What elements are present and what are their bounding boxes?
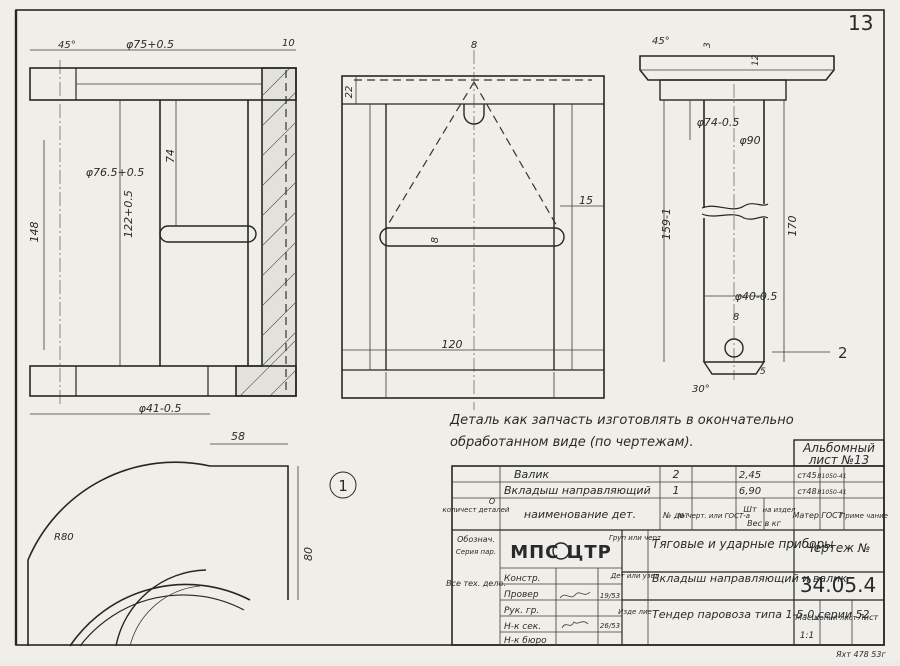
unit-label: Дет или узел bbox=[610, 572, 660, 580]
role-designer: Констр. bbox=[504, 574, 541, 584]
group-label: Груп или черт bbox=[609, 534, 662, 542]
scale-label: Масш bbox=[795, 613, 819, 622]
dim-h80: 80 bbox=[302, 547, 315, 561]
sleeve-top-view: 58 80 R80 bbox=[27, 430, 315, 647]
col-weight-header: Вес в кг bbox=[747, 519, 781, 528]
dim-w8c: 8 bbox=[733, 312, 739, 323]
dim-h12: 12 bbox=[751, 54, 761, 66]
side-label-top: О bbox=[489, 497, 495, 506]
view-label-1: 1 bbox=[329, 471, 357, 499]
part-2-gost: В1050-41 bbox=[817, 489, 846, 496]
sleeve-front-view: 120 15 22 8 8 bbox=[341, 40, 605, 410]
dim-h170: 170 bbox=[786, 216, 799, 237]
dim-a45a: 45° bbox=[58, 40, 76, 51]
list-label: Лист bbox=[857, 613, 879, 622]
dim-h148: 148 bbox=[28, 222, 41, 243]
mps-ctr-logo: МПС ЦТР bbox=[510, 542, 612, 563]
part-1-material: ст45 bbox=[797, 471, 816, 480]
signature-1 bbox=[559, 591, 591, 599]
svg-text:2: 2 bbox=[838, 344, 848, 362]
all-techn-label: Все тех. дело. bbox=[446, 579, 506, 588]
col-gost-header: ГОСТ bbox=[821, 511, 843, 520]
note-line-2: обработанном виде (по чертежам). bbox=[450, 435, 694, 450]
role-group-lead: Рук. гр. bbox=[504, 606, 539, 616]
drawing-number: 34.05.4 bbox=[800, 573, 876, 597]
part-1-name: Валик bbox=[514, 468, 549, 481]
unit-title: Вкладыш направляющий и валик bbox=[652, 572, 847, 585]
dim-d90: φ90 bbox=[739, 134, 760, 147]
sleeve-section-view: φ75+0.5 10 45° φ76.5+0.5 148 122+0.5 74 … bbox=[28, 38, 297, 415]
dim-w15: 15 bbox=[579, 194, 593, 207]
col-note-header: Приме чание bbox=[840, 512, 888, 520]
dim-w8b: 8 bbox=[430, 237, 441, 243]
dim-w8a: 8 bbox=[471, 40, 477, 51]
dim-r58: 58 bbox=[231, 430, 245, 443]
role-checker: Провер bbox=[504, 590, 539, 600]
role-bureau-head: Н-к бюро bbox=[504, 636, 547, 646]
dim-d76: φ76.5+0.5 bbox=[86, 166, 144, 179]
dim-h74: 74 bbox=[164, 149, 177, 163]
date-2: 26/53 bbox=[600, 622, 620, 630]
col-material-header: Матер. bbox=[792, 511, 821, 520]
col-pcs-header: Шт bbox=[743, 505, 757, 514]
view-label-2: 2 bbox=[772, 344, 848, 362]
album-label-2: лист №13 bbox=[808, 453, 870, 467]
part-1-gost: В1050-41 bbox=[817, 473, 846, 480]
scale-value: 1:1 bbox=[800, 631, 814, 641]
shaft-view: φ74-0.5 φ90 φ40-0.5 159-1 170 45° 30° 8 … bbox=[639, 36, 835, 395]
dim-r80: R80 bbox=[54, 532, 74, 543]
part-2-name: Вкладыш направляющий bbox=[504, 484, 651, 497]
col-qty-header: количест деталей bbox=[443, 506, 510, 514]
side-label-series: Серия пар. bbox=[456, 548, 496, 556]
copy-label: копий лист bbox=[815, 614, 857, 622]
part-2-weight: 6,90 bbox=[739, 486, 761, 497]
bottom-stamp: Яхт 478 53г bbox=[835, 650, 886, 659]
dim-d41: φ41-0.5 bbox=[139, 402, 182, 415]
drawing-no-label: Чертеж № bbox=[806, 541, 871, 555]
dim-w22: 22 bbox=[344, 86, 355, 99]
part-2-qty: 1 bbox=[673, 484, 680, 497]
izd-title: Тендер паровоза типа 1-5-0 серии 52 bbox=[652, 608, 869, 621]
dim-d74: φ74-0.5 bbox=[697, 116, 740, 129]
date-1: 19/53 bbox=[600, 592, 620, 600]
svg-text:1: 1 bbox=[338, 477, 348, 495]
note-line-1: Деталь как запчасть изготовлять в оконча… bbox=[449, 413, 794, 428]
part-2-material: ст48 bbox=[797, 487, 816, 496]
part-1-qty: 2 bbox=[673, 468, 680, 481]
dim-a45b: 45° bbox=[652, 36, 670, 47]
svg-text:МПС ЦТР: МПС ЦТР bbox=[510, 542, 612, 563]
dim-d40: φ40-0.5 bbox=[735, 290, 778, 303]
side-label-designation: Обознач. bbox=[457, 535, 495, 544]
col-no-header: № дет bbox=[662, 511, 689, 520]
part-1-weight: 2,45 bbox=[739, 470, 761, 481]
dim-h3: 3 bbox=[703, 42, 713, 48]
group-title: Тяговые и ударные приборы bbox=[652, 537, 834, 551]
col-drawing-header: № черт. или ГОСТ-а bbox=[677, 512, 750, 520]
title-block: Альбомный лист №13 Валик 2 2,45 ст45 bbox=[443, 439, 888, 646]
dim-w10: 10 bbox=[282, 38, 295, 49]
dim-a30: 30° bbox=[692, 384, 710, 395]
col-name-header: наименование дет. bbox=[524, 508, 636, 521]
album-label-1: Альбомный bbox=[802, 441, 875, 455]
dim-w120: 120 bbox=[442, 338, 463, 351]
col-per-item-header: на издел bbox=[763, 506, 797, 514]
dim-d75: φ75+0.5 bbox=[126, 38, 174, 51]
dim-h5: 5 bbox=[760, 367, 766, 377]
sheet-number: 13 bbox=[848, 11, 873, 35]
signature-2 bbox=[561, 621, 589, 629]
role-section-head: Н-к сек. bbox=[504, 622, 541, 632]
izd-label: Изде лие bbox=[618, 608, 652, 616]
dim-h159: 159-1 bbox=[660, 208, 673, 240]
dim-h122: 122+0.5 bbox=[122, 190, 135, 238]
